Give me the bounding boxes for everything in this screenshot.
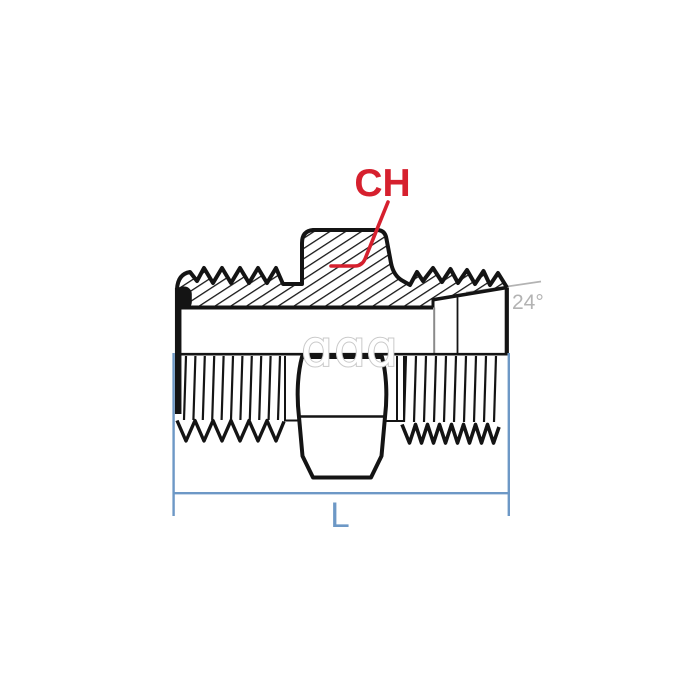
right-thread-root-zigzag: [400, 422, 501, 445]
external-view: [175, 355, 501, 480]
hex-size-label: CH: [354, 162, 410, 205]
length-dimension-label: L: [330, 496, 349, 535]
watermark-glyph-1: ɑ: [301, 320, 333, 378]
section-hatch-fill: [177, 230, 507, 308]
watermark-glyph-2: ɑ: [334, 320, 366, 378]
watermark: ɑ ɑ ɑ: [300, 319, 399, 379]
hex-size-leader-line: [329, 200, 390, 268]
left-thread-lines: [182, 355, 282, 421]
length-dimension: L: [172, 353, 510, 535]
o-ring-seal: [175, 286, 192, 310]
watermark-glyph-3: ɑ: [366, 320, 398, 378]
right-thread-lines: [402, 355, 498, 423]
cone-taper-line: [431, 285, 508, 302]
hex-size-callout: CH: [329, 162, 411, 268]
left-thread-root-zigzag: [175, 418, 286, 443]
cone-angle-label: 24°: [512, 291, 544, 314]
